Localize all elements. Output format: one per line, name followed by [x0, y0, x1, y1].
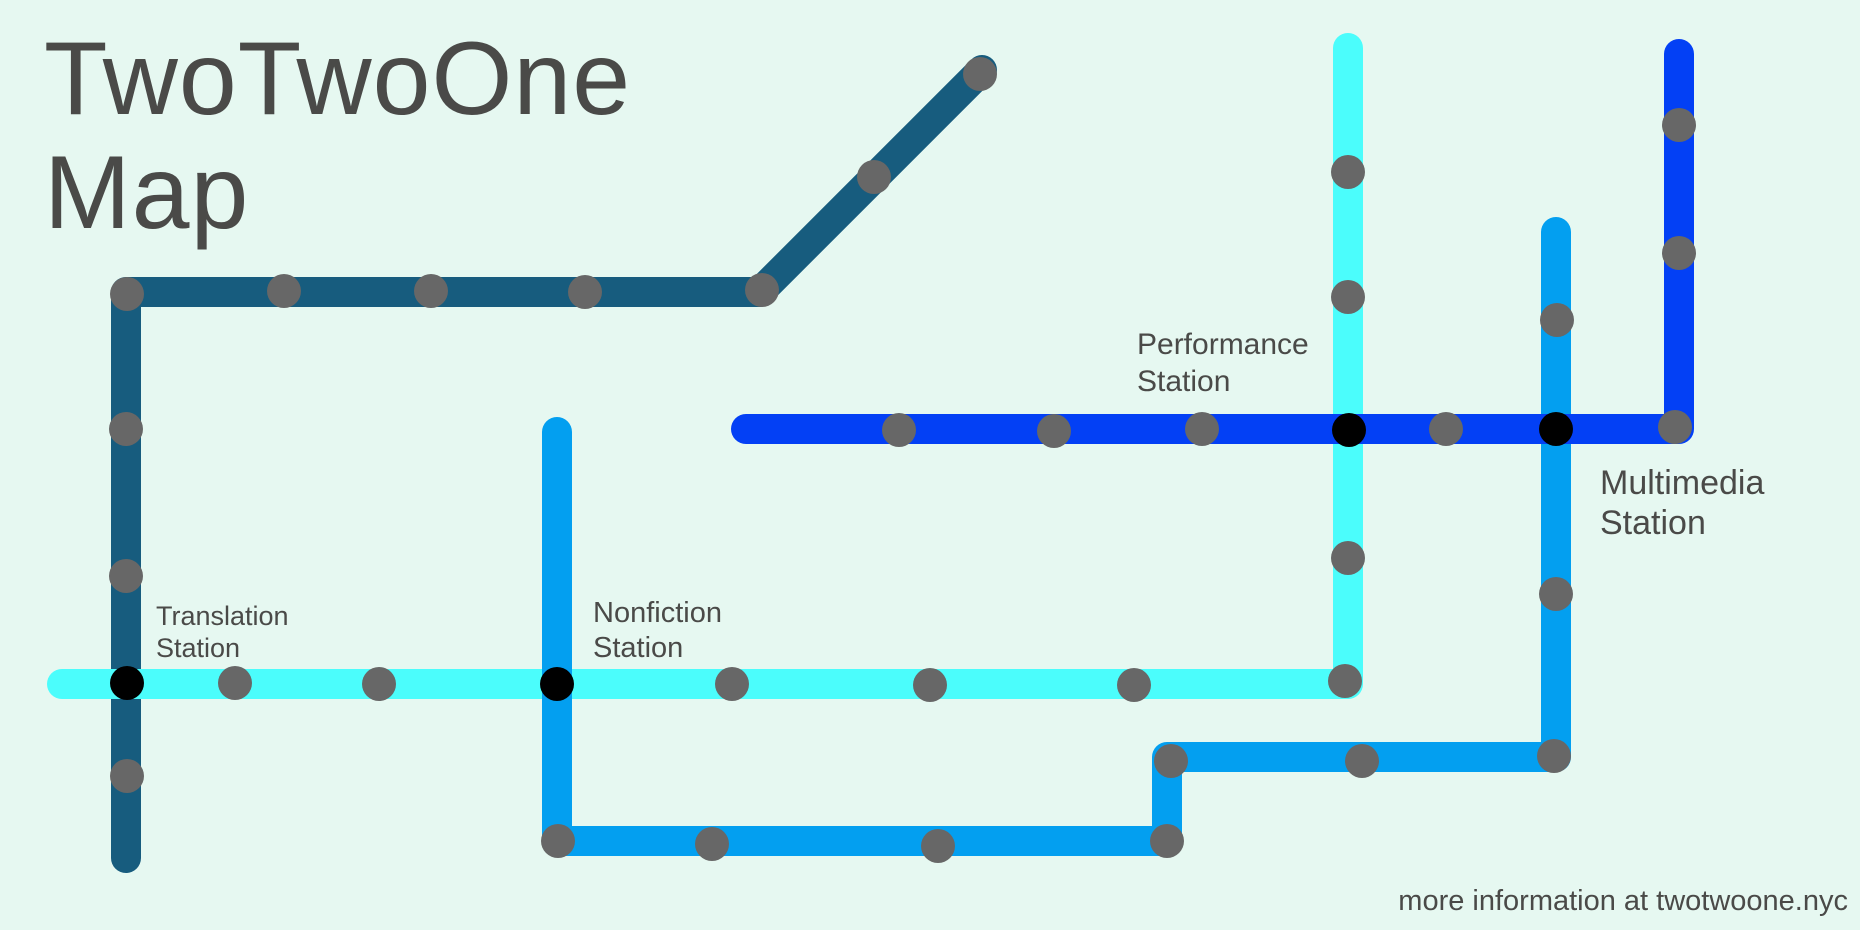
map-title: TwoTwoOne Map — [44, 22, 631, 250]
stop[interactable] — [745, 273, 779, 307]
stop[interactable] — [541, 824, 575, 858]
stop[interactable] — [110, 277, 144, 311]
interchange-multimedia-station[interactable] — [1539, 412, 1573, 446]
stop[interactable] — [568, 275, 602, 309]
stop[interactable] — [109, 412, 143, 446]
stop[interactable] — [1331, 541, 1365, 575]
stop[interactable] — [715, 667, 749, 701]
label-multimedia-station[interactable]: Multimedia Station — [1600, 463, 1764, 543]
stop[interactable] — [267, 274, 301, 308]
stop[interactable] — [1331, 155, 1365, 189]
stop[interactable] — [1662, 108, 1696, 142]
stop[interactable] — [1662, 236, 1696, 270]
stop[interactable] — [1117, 668, 1151, 702]
label-performance-station[interactable]: Performance Station — [1137, 326, 1309, 400]
stop[interactable] — [695, 827, 729, 861]
stop[interactable] — [362, 667, 396, 701]
stop[interactable] — [1328, 664, 1362, 698]
stop[interactable] — [857, 160, 891, 194]
label-performance-line1: Performance — [1137, 328, 1309, 361]
stop[interactable] — [963, 57, 997, 91]
label-performance-line2: Station — [1137, 365, 1231, 398]
footer-info-link[interactable]: more information at twotwoone.nyc — [1398, 885, 1848, 917]
route-line-sky-blue[interactable] — [542, 217, 1571, 856]
label-nonfiction-line2: Station — [593, 632, 684, 664]
interchange-translation-station[interactable] — [110, 666, 144, 700]
stop[interactable] — [1539, 577, 1573, 611]
label-nonfiction-line1: Nonfiction — [593, 597, 722, 629]
label-translation-line2: Station — [156, 633, 241, 663]
stop[interactable] — [1345, 744, 1379, 778]
label-multimedia-line1: Multimedia — [1600, 464, 1765, 502]
stop[interactable] — [1537, 739, 1571, 773]
label-translation-line1: Translation — [156, 601, 289, 631]
map-title-line2: Map — [44, 135, 250, 251]
interchange-performance-station[interactable] — [1332, 413, 1366, 447]
stop[interactable] — [921, 829, 955, 863]
stop[interactable] — [1658, 410, 1692, 444]
stops — [109, 57, 1696, 863]
stop[interactable] — [414, 274, 448, 308]
label-multimedia-line2: Station — [1600, 504, 1706, 542]
stop[interactable] — [1429, 412, 1463, 446]
stop[interactable] — [110, 759, 144, 793]
label-translation-station[interactable]: Translation Station — [156, 600, 289, 664]
stop[interactable] — [1150, 824, 1184, 858]
stop[interactable] — [1540, 303, 1574, 337]
stop[interactable] — [913, 668, 947, 702]
stop[interactable] — [882, 413, 916, 447]
stop[interactable] — [1037, 414, 1071, 448]
interchange-stations — [110, 412, 1573, 701]
stop[interactable] — [1331, 280, 1365, 314]
stop[interactable] — [109, 559, 143, 593]
label-nonfiction-station[interactable]: Nonfiction Station — [593, 596, 722, 666]
map-title-line1: TwoTwoOne — [44, 21, 632, 137]
interchange-nonfiction-station[interactable] — [540, 667, 574, 701]
stop[interactable] — [1154, 744, 1188, 778]
stop[interactable] — [1185, 412, 1219, 446]
stop[interactable] — [218, 666, 252, 700]
